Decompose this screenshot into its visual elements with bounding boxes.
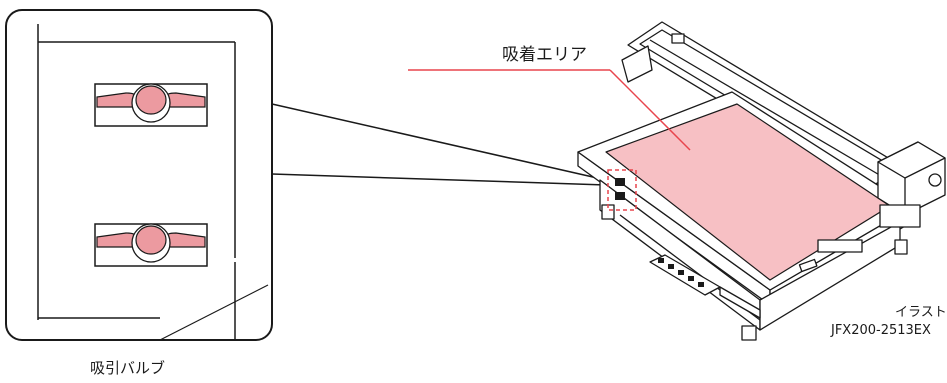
suction-area-label: 吸着エリア	[502, 45, 587, 65]
suction-valve-bottom	[94, 223, 208, 267]
model-name: JFX200-2513EX	[831, 323, 931, 338]
illustration-note: イラスト：	[895, 305, 947, 320]
zoom-connector-lines	[271, 103, 607, 186]
suction-area-leader	[408, 69, 691, 151]
valve-location-marker	[607, 169, 637, 211]
valve-callout-panel	[5, 9, 273, 341]
printer-illustration	[577, 21, 946, 341]
suction-valve-top	[94, 83, 208, 127]
suction-valve-label: 吸引バルブ	[90, 359, 166, 377]
